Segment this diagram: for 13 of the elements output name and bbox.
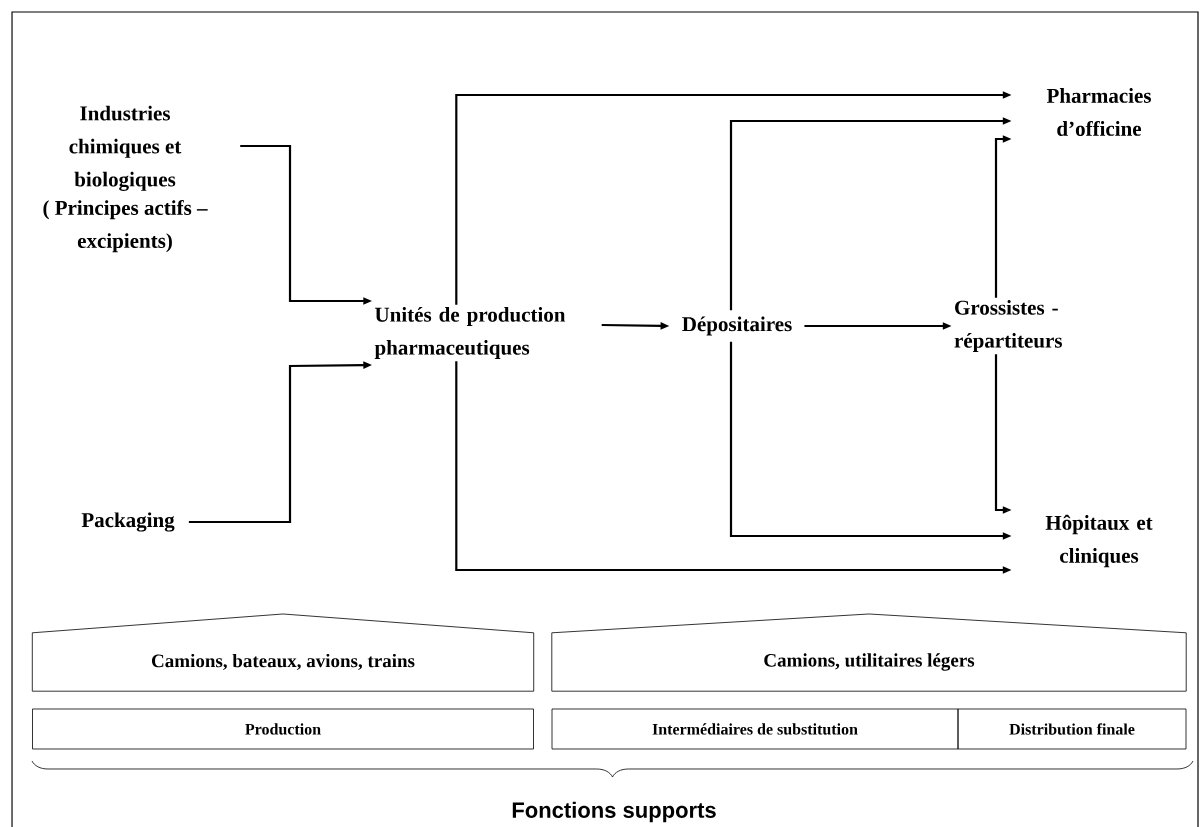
phase-box: Distribution finale	[957, 708, 1187, 750]
transport-box: Camions, bateaux, avions, trains	[31, 613, 535, 692]
caption-label: Fonctions supports	[512, 801, 716, 823]
stage-label: Grossistes - répartiteurs	[954, 300, 1062, 352]
transport-box: Camions, utilitaires légers	[551, 613, 1187, 692]
phase-box: Intermédiaires de substitution	[551, 708, 959, 750]
destination-label: Pharmacies d’officine	[1046, 88, 1151, 136]
source-label: Industries chimiques et biologiques ( Principes actifs – excipients)	[43, 105, 208, 253]
destination-label: Hôpitaux et cliniques	[1045, 514, 1153, 568]
stage-label: Dépositaires	[682, 316, 792, 336]
phase-box: Production	[32, 708, 534, 750]
stage-label: Unités de production pharmaceutiques	[374, 306, 566, 360]
source-label: Packaging	[81, 512, 175, 532]
